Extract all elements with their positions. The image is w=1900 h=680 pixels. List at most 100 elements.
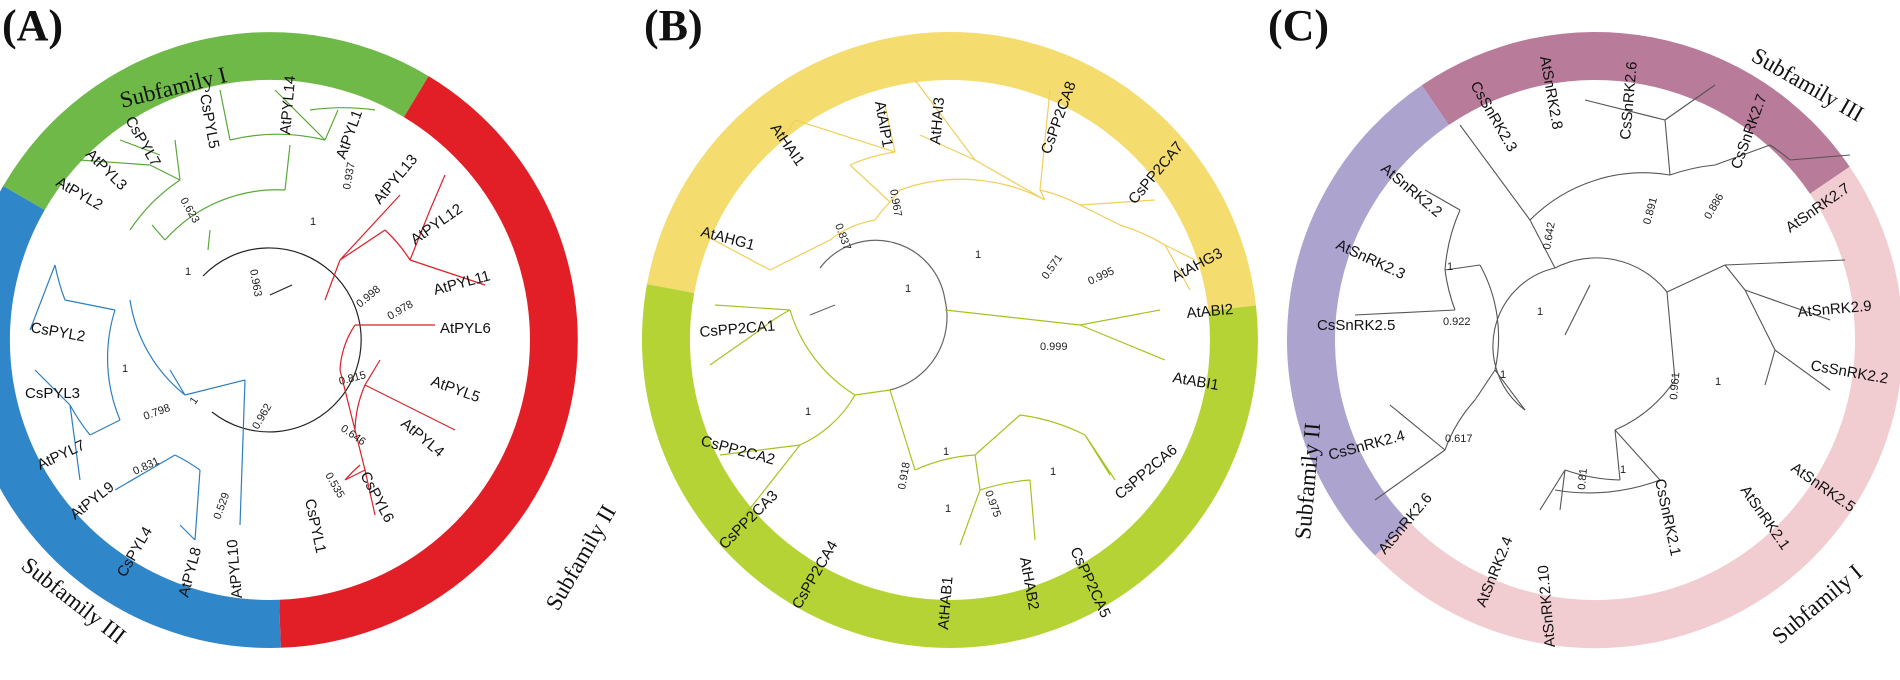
support-value: 1: [188, 395, 201, 407]
panel-label-a: (A): [2, 1, 63, 50]
support-value: 0.937: [341, 161, 358, 190]
support-value: 0.646: [338, 423, 367, 449]
panel-c-branches: [1354, 84, 1851, 511]
support-value: 1: [1500, 369, 1506, 381]
support-value: 0.963: [247, 268, 264, 297]
support-value: 1: [945, 503, 951, 515]
panel-b-support-values: 0.967 0.837 1 0.571 0.995 1 0.999 1 1 0.…: [805, 188, 1116, 518]
leaf-label: AtPYL9: [67, 478, 118, 523]
leaf-label: CsSnRK2.5: [1317, 317, 1395, 334]
support-value: 0.529: [212, 491, 233, 521]
support-value: 1: [1537, 306, 1543, 318]
ring-segment-yellow: [647, 31, 1256, 311]
ring-segment-subfamily-3: [0, 186, 281, 648]
support-value: 0.837: [832, 222, 853, 252]
panel-a-tree: AtPYL2 AtPYL3 CsPYL7 CsPYL5 AtPYL14 AtPY…: [0, 32, 621, 649]
panel-b-branches: [694, 79, 1196, 546]
leaf-label: CsPP2CA1: [699, 317, 776, 341]
subfamily-label: Subfamily II: [541, 501, 621, 615]
support-value: 0.886: [1702, 192, 1726, 222]
leaf-label: AtAIP1: [871, 100, 896, 149]
branch: [29, 264, 246, 541]
branch: [79, 89, 376, 251]
panel-label-c: (C): [1268, 1, 1329, 50]
leaf-label: AtSnRK2.9: [1797, 298, 1872, 321]
leaf-label: AtHAI3: [927, 97, 948, 146]
support-value: 1: [805, 406, 811, 418]
support-value: 0.623: [177, 196, 201, 226]
leaf-label: CsPYL2: [29, 319, 86, 345]
support-value: 0.918: [896, 461, 913, 490]
leaf-label: AtPYL11: [432, 267, 493, 298]
panel-c-ring: [1286, 31, 1900, 649]
leaf-label: AtHAB1: [935, 576, 957, 631]
support-value: 1: [905, 283, 911, 295]
panel-a-ring: [0, 32, 578, 648]
support-value: 0.571: [1040, 252, 1066, 281]
support-value: 1: [975, 249, 981, 261]
leaf-label: AtSnRK2.2: [1377, 160, 1445, 221]
panel-a-branches: [29, 89, 486, 541]
panel-a-leaf-labels: AtPYL2 AtPYL3 CsPYL7 CsPYL5 AtPYL14 AtPY…: [25, 75, 492, 599]
support-value: 1: [122, 363, 128, 375]
leaf-label: AtABI2: [1186, 301, 1234, 322]
leaf-label: AtPYL10: [224, 539, 246, 599]
leaf-label: CsPYL7: [122, 114, 164, 170]
ring-segment-subfamily-1: [3, 32, 429, 210]
support-value: 1: [1715, 376, 1721, 388]
support-value: 1: [1447, 261, 1453, 273]
leaf-label: AtPYL6: [440, 320, 491, 337]
root-stub: [809, 304, 836, 316]
support-value: 0.891: [1641, 196, 1660, 226]
ring-segment-green: [641, 284, 1258, 648]
leaf-label: AtPYL2: [53, 174, 106, 214]
support-value: 0.81: [1576, 468, 1590, 490]
leaf-label: CsPYL1: [301, 497, 329, 554]
panel-c-tree: CsSnRK2.3 AtSnRK2.8 CsSnRK2.6 CsSnRK2.7 …: [1286, 31, 1900, 649]
support-value: 1: [1050, 466, 1056, 478]
root-stub: [269, 284, 293, 296]
root-arc: [202, 247, 362, 433]
ring-segment-subfamily-2: [279, 76, 578, 648]
support-value: 0.798: [142, 402, 172, 423]
root-arc: [819, 239, 948, 391]
ring-segment-subfamily-3: [1421, 31, 1850, 194]
leaf-label: AtPYL1: [333, 108, 366, 162]
support-value: 0.617: [1445, 433, 1473, 445]
support-value: 1: [1620, 464, 1626, 476]
subfamily-label: Subfamily II: [1290, 422, 1325, 541]
support-value: 0.998: [354, 283, 383, 310]
support-value: 0.815: [338, 369, 368, 388]
leaf-label: CsPYL5: [196, 93, 222, 150]
branch: [709, 304, 1166, 546]
branch: [324, 174, 486, 516]
support-value: 0.962: [250, 402, 274, 432]
support-value: 0.535: [322, 471, 346, 501]
support-value: 0.995: [1086, 265, 1116, 288]
leaf-label: CsPYL6: [356, 469, 397, 526]
panel-a-support-values: 0.623 1 0.937 1 0.963 0.998 0.978 0.815 …: [122, 161, 415, 521]
leaf-label: CsSnRK2.6: [1617, 61, 1641, 141]
support-value: 1: [310, 216, 316, 228]
leaf-label: AtAHG1: [699, 223, 757, 254]
leaf-label: AtPYL7: [35, 437, 88, 474]
support-value: 0.642: [1541, 221, 1558, 250]
leaf-label: AtPYL5: [429, 373, 483, 406]
leaf-label: AtPYL3: [82, 146, 130, 194]
panel-b-tree: AtAHG1 AtHAI1 AtAIP1 AtHAI3 CsPP2CA8 CsP…: [641, 31, 1258, 648]
support-value: 0.831: [131, 455, 161, 478]
root-arc: [1492, 257, 1668, 411]
branch: [1354, 84, 1851, 511]
support-value: 1: [185, 266, 191, 278]
support-value: 0.922: [1443, 316, 1471, 328]
support-value: 0.975: [982, 489, 1003, 519]
leaf-label: AtPYL14: [277, 75, 299, 135]
support-value: 0.967: [887, 188, 904, 217]
branch: [694, 79, 1196, 291]
support-value: 0.961: [1668, 372, 1682, 400]
panel-b-ring: [641, 31, 1258, 648]
ring-segment-subfamily-1: [1375, 166, 1900, 649]
support-value: 0.999: [1040, 341, 1068, 353]
support-value: 0.978: [386, 298, 416, 322]
